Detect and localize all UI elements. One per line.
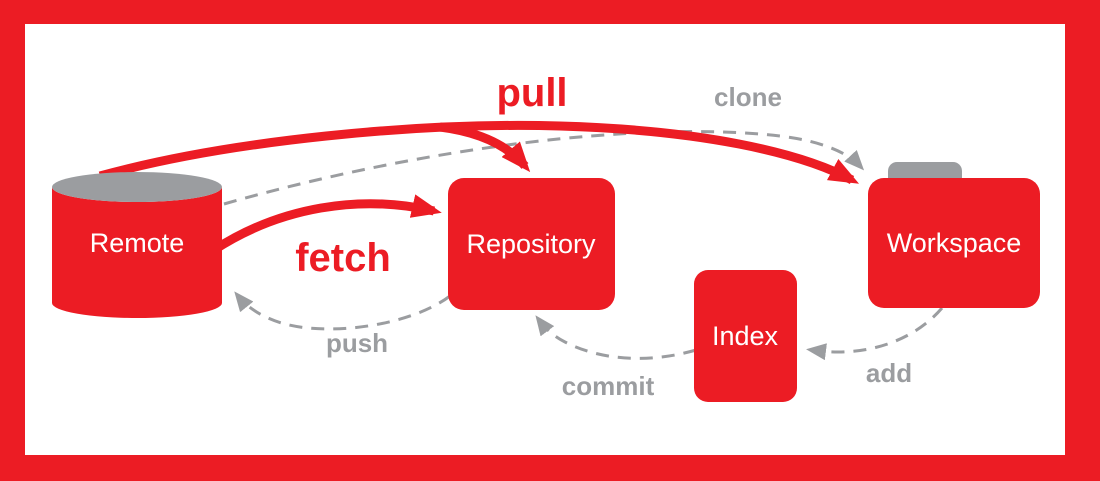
edge-commit bbox=[535, 315, 697, 360]
node-workspace: Workspace bbox=[868, 162, 1040, 308]
node-index: Index bbox=[694, 270, 797, 402]
workspace-label: Workspace bbox=[887, 228, 1022, 258]
index-label: Index bbox=[712, 321, 779, 351]
edge-add bbox=[806, 307, 944, 361]
repository-box bbox=[448, 178, 615, 310]
fetch-label: fetch bbox=[295, 236, 391, 280]
node-remote: Remote bbox=[52, 172, 222, 318]
edge-pull-branch bbox=[439, 122, 531, 173]
remote-label: Remote bbox=[90, 228, 185, 258]
pull-label: pull bbox=[496, 71, 567, 115]
add-label: add bbox=[866, 358, 912, 388]
edge-pull bbox=[98, 120, 860, 184]
clone-label: clone bbox=[714, 82, 782, 112]
edge-push bbox=[234, 291, 451, 331]
workspace-folder-body bbox=[868, 178, 1040, 308]
node-repository: Repository bbox=[448, 178, 615, 310]
commit-label: commit bbox=[562, 371, 655, 401]
push-label: push bbox=[326, 328, 388, 358]
remote-cylinder-top bbox=[52, 172, 222, 202]
index-box bbox=[694, 270, 797, 402]
repository-label: Repository bbox=[466, 229, 596, 259]
remote-cylinder-body bbox=[52, 187, 222, 318]
edge-fetch bbox=[211, 194, 442, 254]
